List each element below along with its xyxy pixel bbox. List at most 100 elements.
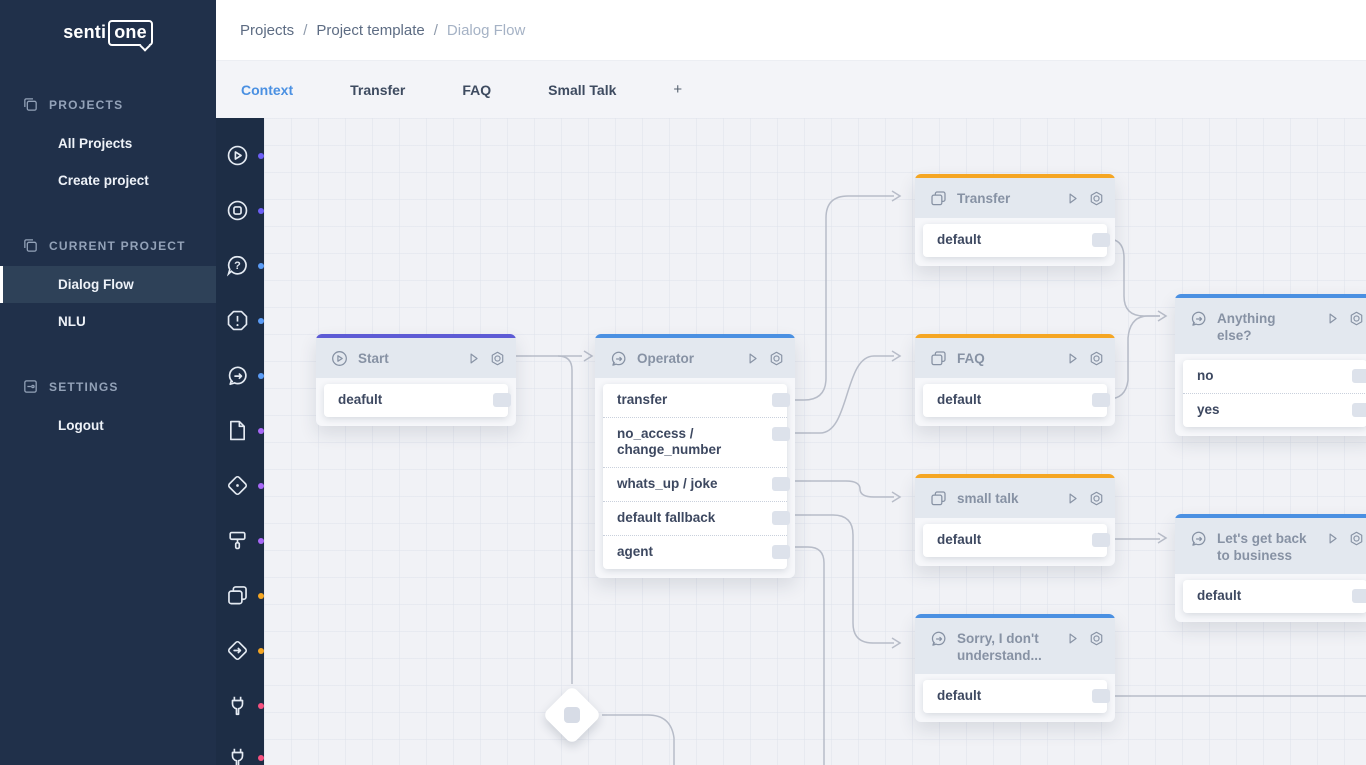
tab-small-talk[interactable]: Small Talk bbox=[548, 81, 617, 98]
output-port[interactable] bbox=[772, 511, 790, 525]
diamond-arrow-icon bbox=[226, 639, 249, 662]
node-row[interactable]: yes bbox=[1183, 393, 1366, 427]
node-lets-get-back-to-business[interactable]: Let's get back to business default bbox=[1175, 514, 1366, 622]
node-row[interactable]: default bbox=[923, 524, 1110, 557]
palette-dot bbox=[258, 648, 264, 654]
run-node-button[interactable] bbox=[744, 350, 761, 367]
breadcrumb-project-template[interactable]: Project template bbox=[316, 21, 425, 39]
node-header[interactable]: small talk bbox=[915, 478, 1115, 518]
node-header[interactable]: Sorry, I don't understand... bbox=[915, 618, 1115, 674]
output-port[interactable] bbox=[493, 393, 511, 407]
palette-dot bbox=[258, 428, 264, 434]
node-body: transfer no_access / change_number whats… bbox=[603, 384, 790, 569]
sidebar-item-all-projects[interactable]: All Projects bbox=[58, 136, 133, 151]
node-header[interactable]: FAQ bbox=[915, 338, 1115, 378]
tab-transfer[interactable]: Transfer bbox=[350, 81, 406, 98]
sidebar-item-create-project[interactable]: Create project bbox=[58, 173, 149, 188]
run-node-button[interactable] bbox=[1064, 630, 1081, 647]
node-row[interactable]: agent bbox=[603, 535, 790, 569]
run-node-button[interactable] bbox=[1324, 530, 1341, 547]
run-node-button[interactable] bbox=[1064, 350, 1081, 367]
node-row[interactable]: no_access / change_number bbox=[603, 417, 790, 467]
palette-goto-block[interactable] bbox=[225, 633, 264, 669]
node-settings-button[interactable] bbox=[1088, 350, 1105, 367]
palette-say-block[interactable] bbox=[225, 358, 264, 394]
output-port[interactable] bbox=[1092, 233, 1110, 247]
node-header[interactable]: Operator bbox=[595, 338, 795, 378]
palette-paint-block[interactable] bbox=[225, 523, 264, 559]
node-row[interactable]: transfer bbox=[603, 384, 790, 417]
cards-icon bbox=[228, 586, 247, 605]
output-port[interactable] bbox=[1352, 589, 1366, 603]
add-tab-button[interactable]: + bbox=[673, 81, 683, 98]
play-circle-icon bbox=[227, 145, 248, 166]
output-port[interactable] bbox=[772, 393, 790, 407]
palette-context-block[interactable] bbox=[225, 578, 264, 614]
palette-plug-block[interactable] bbox=[225, 688, 264, 724]
run-node-button[interactable] bbox=[1324, 310, 1341, 327]
sidebar-item-dialog-flow[interactable]: Dialog Flow bbox=[0, 266, 216, 303]
tab-faq[interactable]: FAQ bbox=[462, 81, 492, 98]
palette-dot bbox=[258, 593, 264, 599]
node-body: default bbox=[923, 680, 1110, 713]
node-sorry-i-dont-understand[interactable]: Sorry, I don't understand... default bbox=[915, 614, 1115, 722]
play-circle-icon bbox=[332, 351, 347, 366]
node-small-talk[interactable]: small talk default bbox=[915, 474, 1115, 566]
node-settings-button[interactable] bbox=[1088, 490, 1105, 507]
section-label: SETTINGS bbox=[49, 379, 119, 394]
palette-question-block[interactable] bbox=[225, 248, 264, 284]
node-row[interactable]: deafult bbox=[324, 384, 511, 417]
node-anything-else[interactable]: Anything else? no yes bbox=[1175, 294, 1366, 436]
node-row[interactable]: default bbox=[1183, 580, 1366, 613]
output-port[interactable] bbox=[1352, 403, 1366, 417]
palette-start-block[interactable] bbox=[225, 138, 264, 174]
node-header[interactable]: Anything else? bbox=[1175, 298, 1366, 354]
output-port[interactable] bbox=[772, 477, 790, 491]
palette-document-block[interactable] bbox=[225, 413, 264, 449]
palette-end-block[interactable] bbox=[225, 193, 264, 229]
breadcrumb-projects[interactable]: Projects bbox=[240, 21, 295, 39]
node-row[interactable]: default bbox=[923, 680, 1110, 713]
node-operator[interactable]: Operator transfer no_access / change_num… bbox=[595, 334, 795, 578]
node-faq[interactable]: FAQ default bbox=[915, 334, 1115, 426]
palette-dot bbox=[258, 373, 264, 379]
run-node-button[interactable] bbox=[1064, 490, 1081, 507]
tab-context[interactable]: Context bbox=[241, 81, 294, 98]
node-settings-button[interactable] bbox=[1088, 630, 1105, 647]
palette-condition-block[interactable] bbox=[225, 468, 264, 504]
palette-plug-block-2[interactable] bbox=[225, 740, 264, 765]
sidebar-item-nlu[interactable]: NLU bbox=[58, 314, 86, 329]
plug-icon bbox=[231, 747, 244, 765]
node-settings-button[interactable] bbox=[1348, 530, 1365, 547]
node-settings-button[interactable] bbox=[489, 350, 506, 367]
node-settings-button[interactable] bbox=[1088, 190, 1105, 207]
node-settings-button[interactable] bbox=[768, 350, 785, 367]
run-node-button[interactable] bbox=[1064, 190, 1081, 207]
node-header[interactable]: Start bbox=[316, 338, 516, 378]
section-label: PROJECTS bbox=[49, 97, 124, 112]
palette-alert-block[interactable] bbox=[225, 303, 264, 339]
output-port[interactable] bbox=[1092, 689, 1110, 703]
sidebar-item-logout[interactable]: Logout bbox=[58, 418, 104, 433]
node-row[interactable]: default fallback bbox=[603, 501, 790, 535]
output-port[interactable] bbox=[1092, 533, 1110, 547]
run-node-button[interactable] bbox=[465, 350, 482, 367]
node-row[interactable]: whats_up / joke bbox=[603, 467, 790, 501]
node-row[interactable]: default bbox=[923, 384, 1110, 417]
output-port[interactable] bbox=[1352, 369, 1366, 383]
node-title: Operator bbox=[637, 351, 695, 366]
node-header[interactable]: Let's get back to business bbox=[1175, 518, 1366, 574]
node-transfer[interactable]: Transfer default bbox=[915, 174, 1115, 266]
chat-forward-icon bbox=[611, 351, 626, 366]
node-header[interactable]: Transfer bbox=[915, 178, 1115, 218]
output-port[interactable] bbox=[772, 427, 790, 441]
node-settings-button[interactable] bbox=[1348, 310, 1365, 327]
output-port[interactable] bbox=[772, 545, 790, 559]
node-row[interactable]: no bbox=[1183, 360, 1366, 393]
node-start[interactable]: Start deafult bbox=[316, 334, 516, 426]
cards-icon bbox=[931, 491, 946, 506]
output-port[interactable] bbox=[1092, 393, 1110, 407]
chat-forward-icon bbox=[1191, 311, 1206, 326]
dialog-flow-canvas[interactable]: Start deafult Operator transfer no_acces… bbox=[264, 118, 1366, 765]
node-row[interactable]: default bbox=[923, 224, 1110, 257]
